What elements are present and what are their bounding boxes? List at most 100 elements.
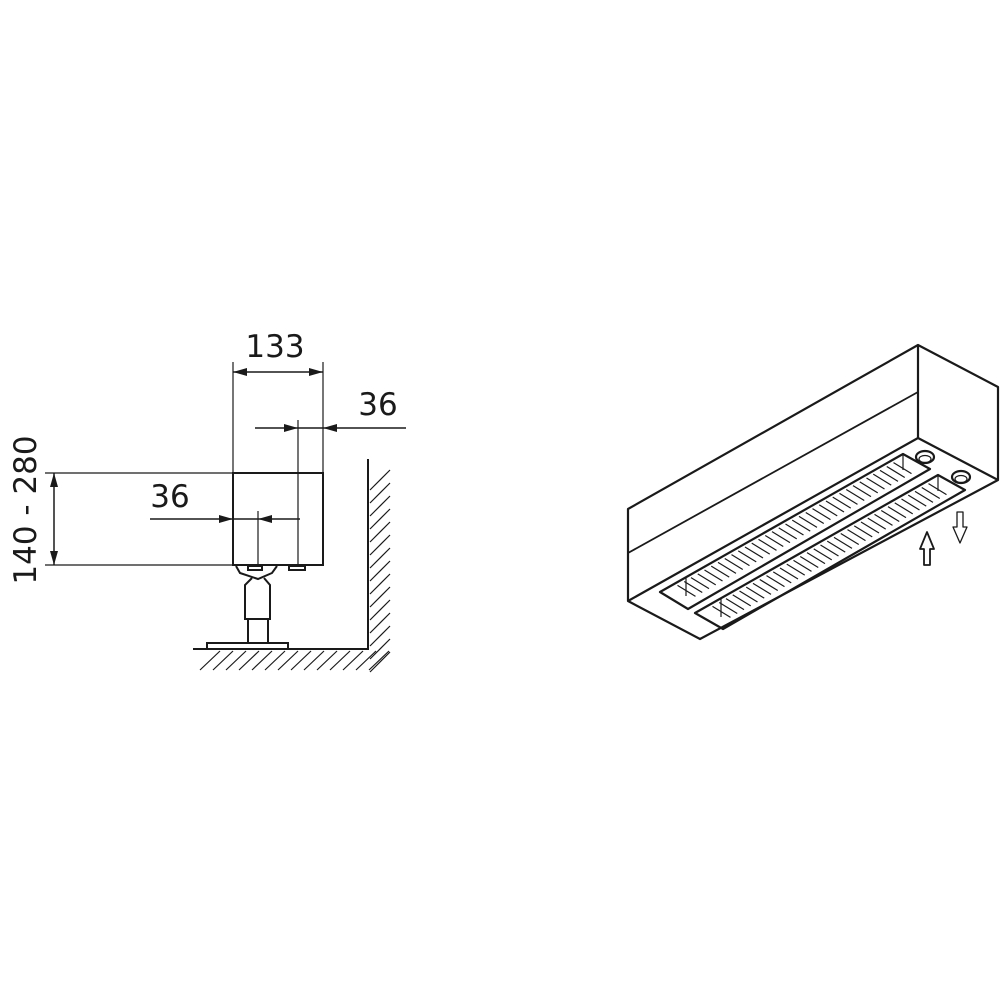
grille-fin bbox=[886, 465, 906, 479]
hatch-line bbox=[369, 612, 391, 634]
hatch-line bbox=[369, 508, 391, 530]
grille-fin bbox=[820, 544, 839, 557]
hatch-line bbox=[369, 573, 391, 595]
grille-fin bbox=[799, 555, 819, 569]
grille-fin bbox=[853, 525, 873, 538]
grille-fin bbox=[907, 494, 927, 507]
grille-slot-1 bbox=[658, 452, 932, 611]
hatch-line bbox=[238, 650, 260, 671]
grille-fin bbox=[683, 580, 703, 594]
grille-fin bbox=[901, 498, 920, 511]
grille-fin bbox=[771, 531, 791, 544]
hatch-line bbox=[251, 650, 273, 671]
grille-fin bbox=[786, 563, 806, 576]
hatch-line bbox=[303, 650, 325, 671]
floor-and-wall bbox=[193, 459, 391, 673]
grille-fin bbox=[739, 590, 758, 603]
grille-fin bbox=[732, 594, 752, 607]
dimension-top-offset-label: 36 bbox=[358, 387, 397, 423]
hatch-line bbox=[369, 599, 391, 621]
side-view: 133 36 36 140 - 280 bbox=[8, 329, 406, 673]
grille-fin bbox=[840, 532, 860, 546]
grille-fin bbox=[806, 552, 826, 565]
grille-fin bbox=[710, 565, 730, 578]
grille-fin bbox=[731, 554, 750, 567]
adjustable-foot bbox=[206, 565, 306, 650]
hatch-line bbox=[355, 650, 377, 671]
grille-fin bbox=[751, 542, 771, 555]
grille-fin bbox=[825, 500, 845, 513]
dimension-width: 133 bbox=[233, 329, 323, 376]
hatch-line bbox=[369, 586, 391, 608]
up-arrow-icon bbox=[919, 531, 935, 566]
grille-fin bbox=[778, 527, 798, 540]
hatch-line bbox=[199, 650, 221, 671]
grille-fin bbox=[867, 517, 887, 530]
grille-fin bbox=[859, 481, 879, 494]
hatch-line bbox=[369, 560, 391, 582]
grille-fin bbox=[744, 546, 764, 559]
dimension-width-label: 133 bbox=[245, 329, 304, 365]
grille-fin bbox=[758, 538, 777, 551]
grille-fin bbox=[813, 548, 833, 561]
grille-fin bbox=[866, 477, 885, 490]
hatch-line bbox=[369, 638, 391, 660]
hatch-line bbox=[369, 521, 391, 543]
valve-connection-1 bbox=[914, 449, 936, 465]
grille-fin bbox=[793, 559, 812, 572]
grille-fin bbox=[805, 511, 825, 525]
dimension-bottom-offset-label: 36 bbox=[150, 479, 189, 515]
grille-fin bbox=[832, 496, 852, 509]
grille-fin bbox=[766, 575, 785, 588]
grille-fin bbox=[914, 490, 934, 503]
hatch-line bbox=[264, 650, 286, 671]
grille-fin bbox=[833, 536, 853, 549]
grille-fin bbox=[724, 557, 744, 571]
grille-slot-2 bbox=[693, 473, 967, 631]
grille-fin bbox=[879, 469, 899, 482]
grille-fin bbox=[887, 506, 907, 519]
grille-fin bbox=[880, 509, 900, 523]
grille-fin bbox=[798, 515, 818, 528]
grille-fin bbox=[872, 473, 892, 486]
grille-fin bbox=[860, 521, 880, 534]
grille-fin bbox=[717, 561, 737, 574]
grille-fin bbox=[725, 598, 745, 611]
grille-fin bbox=[852, 485, 872, 498]
grille-fin bbox=[690, 577, 710, 590]
hatch-line bbox=[369, 495, 391, 517]
grille-fin bbox=[697, 573, 717, 586]
hatch-line bbox=[369, 625, 391, 647]
grille-fin bbox=[791, 519, 811, 532]
grille-fin bbox=[737, 550, 757, 563]
dimension-height: 140 - 280 bbox=[8, 435, 58, 585]
grille-fin bbox=[704, 569, 723, 582]
grille-fin bbox=[894, 502, 914, 515]
grille-fin bbox=[874, 513, 893, 526]
hatch-line bbox=[369, 482, 391, 504]
dimension-top-offset: 36 bbox=[255, 387, 406, 432]
grille-fin bbox=[745, 586, 765, 599]
housing-panel-line bbox=[627, 391, 919, 554]
hatch-line bbox=[369, 469, 391, 491]
grille-fin bbox=[818, 504, 838, 517]
down-arrow-icon bbox=[952, 511, 968, 544]
grille-fin bbox=[839, 492, 858, 505]
grille-fin bbox=[785, 523, 804, 536]
grille-fins bbox=[677, 454, 947, 618]
housing-bottom-edge bbox=[917, 437, 999, 481]
grille-fin bbox=[718, 601, 738, 615]
hatch-line bbox=[329, 650, 351, 671]
hatch-line bbox=[212, 650, 234, 671]
hatch-line bbox=[290, 650, 312, 671]
hatch-line bbox=[342, 650, 364, 671]
grille-fin bbox=[826, 540, 846, 553]
grille-fin bbox=[764, 534, 784, 548]
grille-fin bbox=[845, 488, 865, 502]
hatch-line bbox=[316, 650, 338, 671]
hatch-line bbox=[277, 650, 299, 671]
valve-connection-2 bbox=[950, 469, 972, 485]
dimension-bottom-offset: 36 bbox=[150, 479, 300, 523]
grille-fin bbox=[847, 529, 866, 542]
grille-fin bbox=[921, 486, 941, 500]
